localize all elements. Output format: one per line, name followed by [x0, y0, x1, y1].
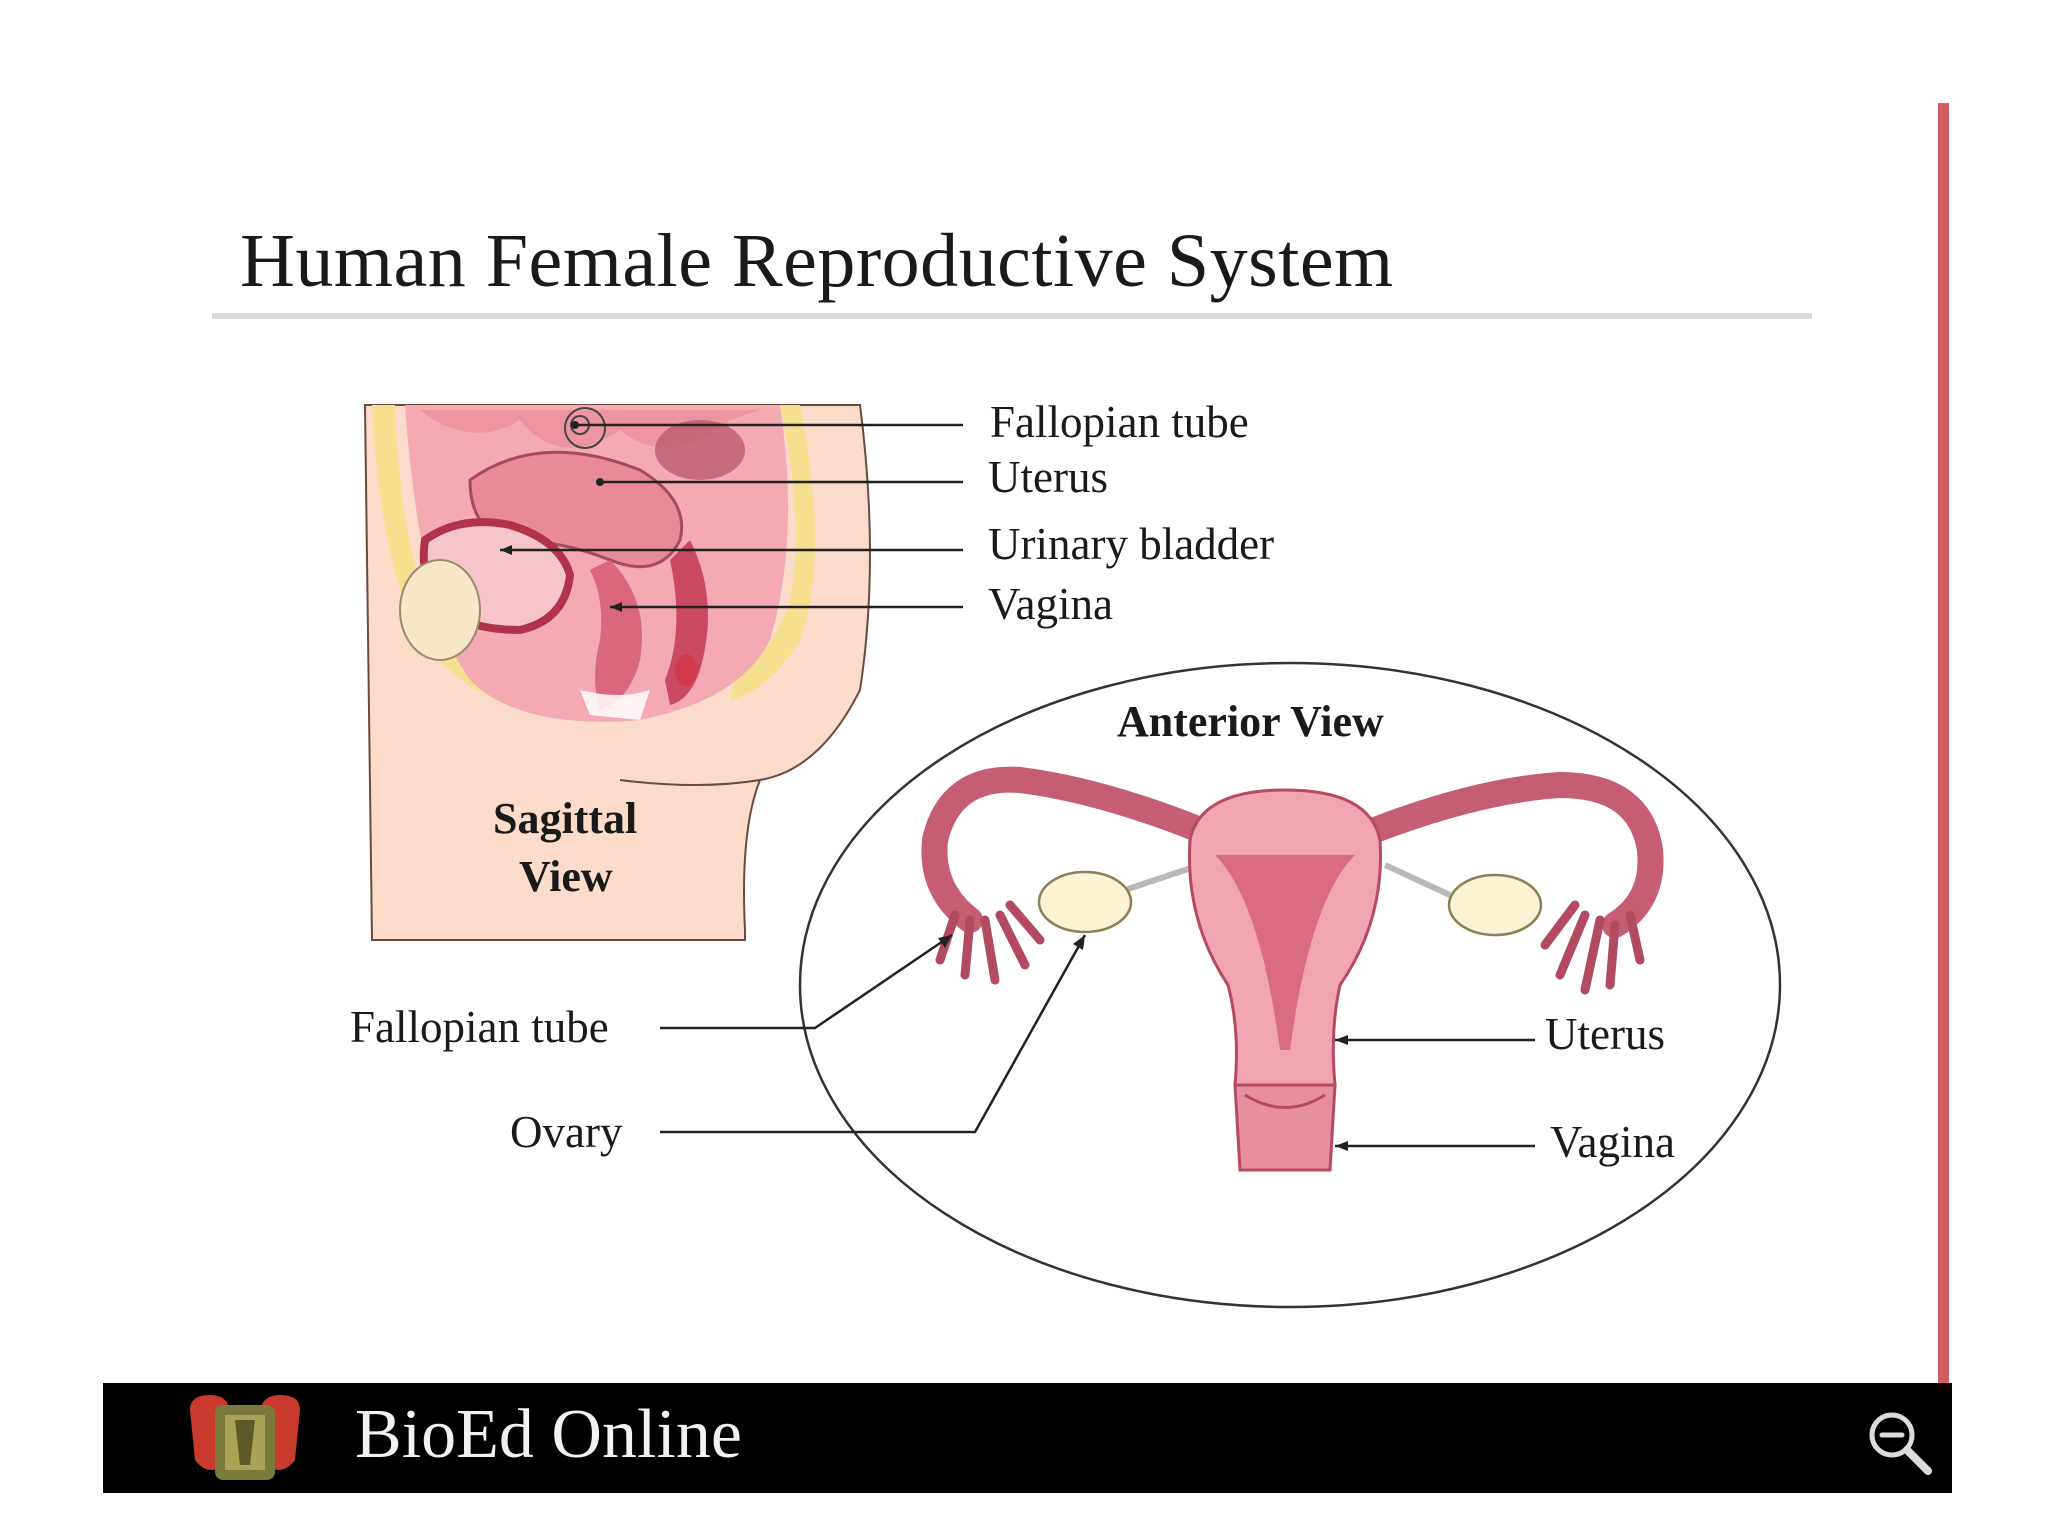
anterior-view-illustration [660, 661, 1782, 1309]
sagittal-view-illustration [363, 404, 963, 941]
zoom-out-icon[interactable] [1862, 1405, 1936, 1479]
sagittal-label-vagina: Vagina [988, 579, 1113, 629]
anterior-label-ovary: Ovary [510, 1107, 623, 1157]
anterior-view-title: Anterior View [1117, 697, 1384, 746]
sagittal-label-uterus: Uterus [988, 452, 1108, 502]
sagittal-view-title-line2: View [519, 852, 613, 901]
sagittal-label-fallopian-tube: Fallopian tube [990, 397, 1249, 447]
sagittal-view-title-line1: Sagittal [493, 794, 638, 843]
footer-brand: BioEd Online [355, 1396, 742, 1473]
footer-bar [103, 1383, 1952, 1493]
shield-crest-icon [190, 1395, 300, 1480]
slide-title: Human Female Reproductive System [240, 219, 1394, 303]
anterior-label-vagina: Vagina [1550, 1117, 1675, 1167]
title-divider [212, 313, 1812, 319]
sagittal-label-urinary-bladder: Urinary bladder [988, 519, 1275, 569]
anterior-label-fallopian-tube: Fallopian tube [350, 1002, 609, 1052]
anterior-label-uterus: Uterus [1545, 1009, 1665, 1059]
slide-edge-rule [1938, 103, 1949, 1383]
